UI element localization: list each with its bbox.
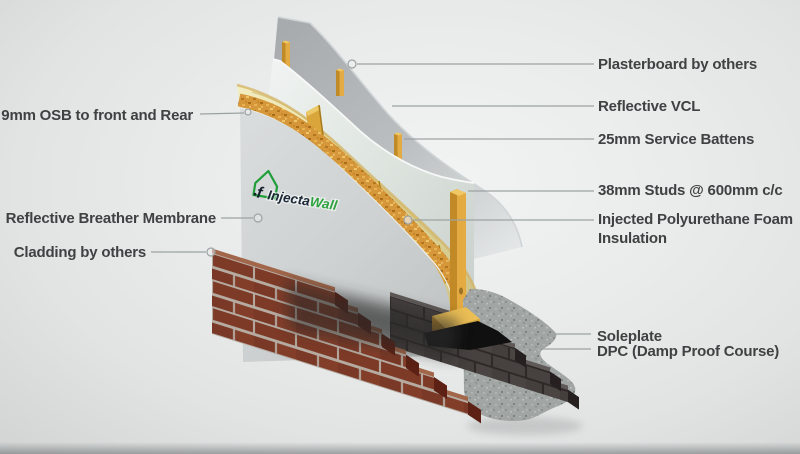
label-breather-membrane: Reflective Breather Membrane xyxy=(5,210,217,227)
leader-lines xyxy=(151,59,594,257)
logo-wordmark-green: Wall xyxy=(309,194,339,213)
leader-dot xyxy=(244,108,252,116)
foam-rail-line xyxy=(251,91,439,242)
leader-dot xyxy=(347,59,357,69)
house-syringe-icon xyxy=(252,169,279,200)
bottom-vignette xyxy=(0,442,800,454)
leader-dot xyxy=(206,247,216,257)
service-battens xyxy=(282,40,402,165)
leader-dot xyxy=(253,213,263,223)
leader-line-membrane xyxy=(221,213,263,223)
label-service-battens: 25mm Service Battens xyxy=(598,131,755,148)
label-studs: 38mm Studs @ 600mm c/c xyxy=(598,182,783,199)
label-vcl: Reflective VCL xyxy=(598,98,701,115)
label-osb: 9mm OSB to front and Rear xyxy=(1,107,193,124)
wood-knot xyxy=(459,287,463,295)
panel-base-shadow-overlay xyxy=(340,300,455,350)
leader-dot xyxy=(403,215,413,225)
batten-3 xyxy=(394,132,402,165)
label-cladding: Cladding by others xyxy=(13,244,146,261)
label-soleplate: Soleplate xyxy=(597,328,662,345)
batten-1 xyxy=(282,40,290,70)
leader-line-foam xyxy=(403,215,594,225)
label-dpc: DPC (Damp Proof Course) xyxy=(597,343,780,360)
batten-2 xyxy=(336,68,344,96)
foundation-shadow xyxy=(467,417,583,435)
leader-line-osb xyxy=(199,108,252,116)
label-foam-insulation: Injected Polyurethane Foam Insulation xyxy=(598,211,793,247)
end-stud xyxy=(450,189,466,334)
label-plasterboard: Plasterboard by others xyxy=(598,56,757,73)
logo-glyph: f xyxy=(255,185,265,203)
leader-line-cladding xyxy=(151,247,216,257)
leader-line-plasterboard xyxy=(347,59,594,69)
